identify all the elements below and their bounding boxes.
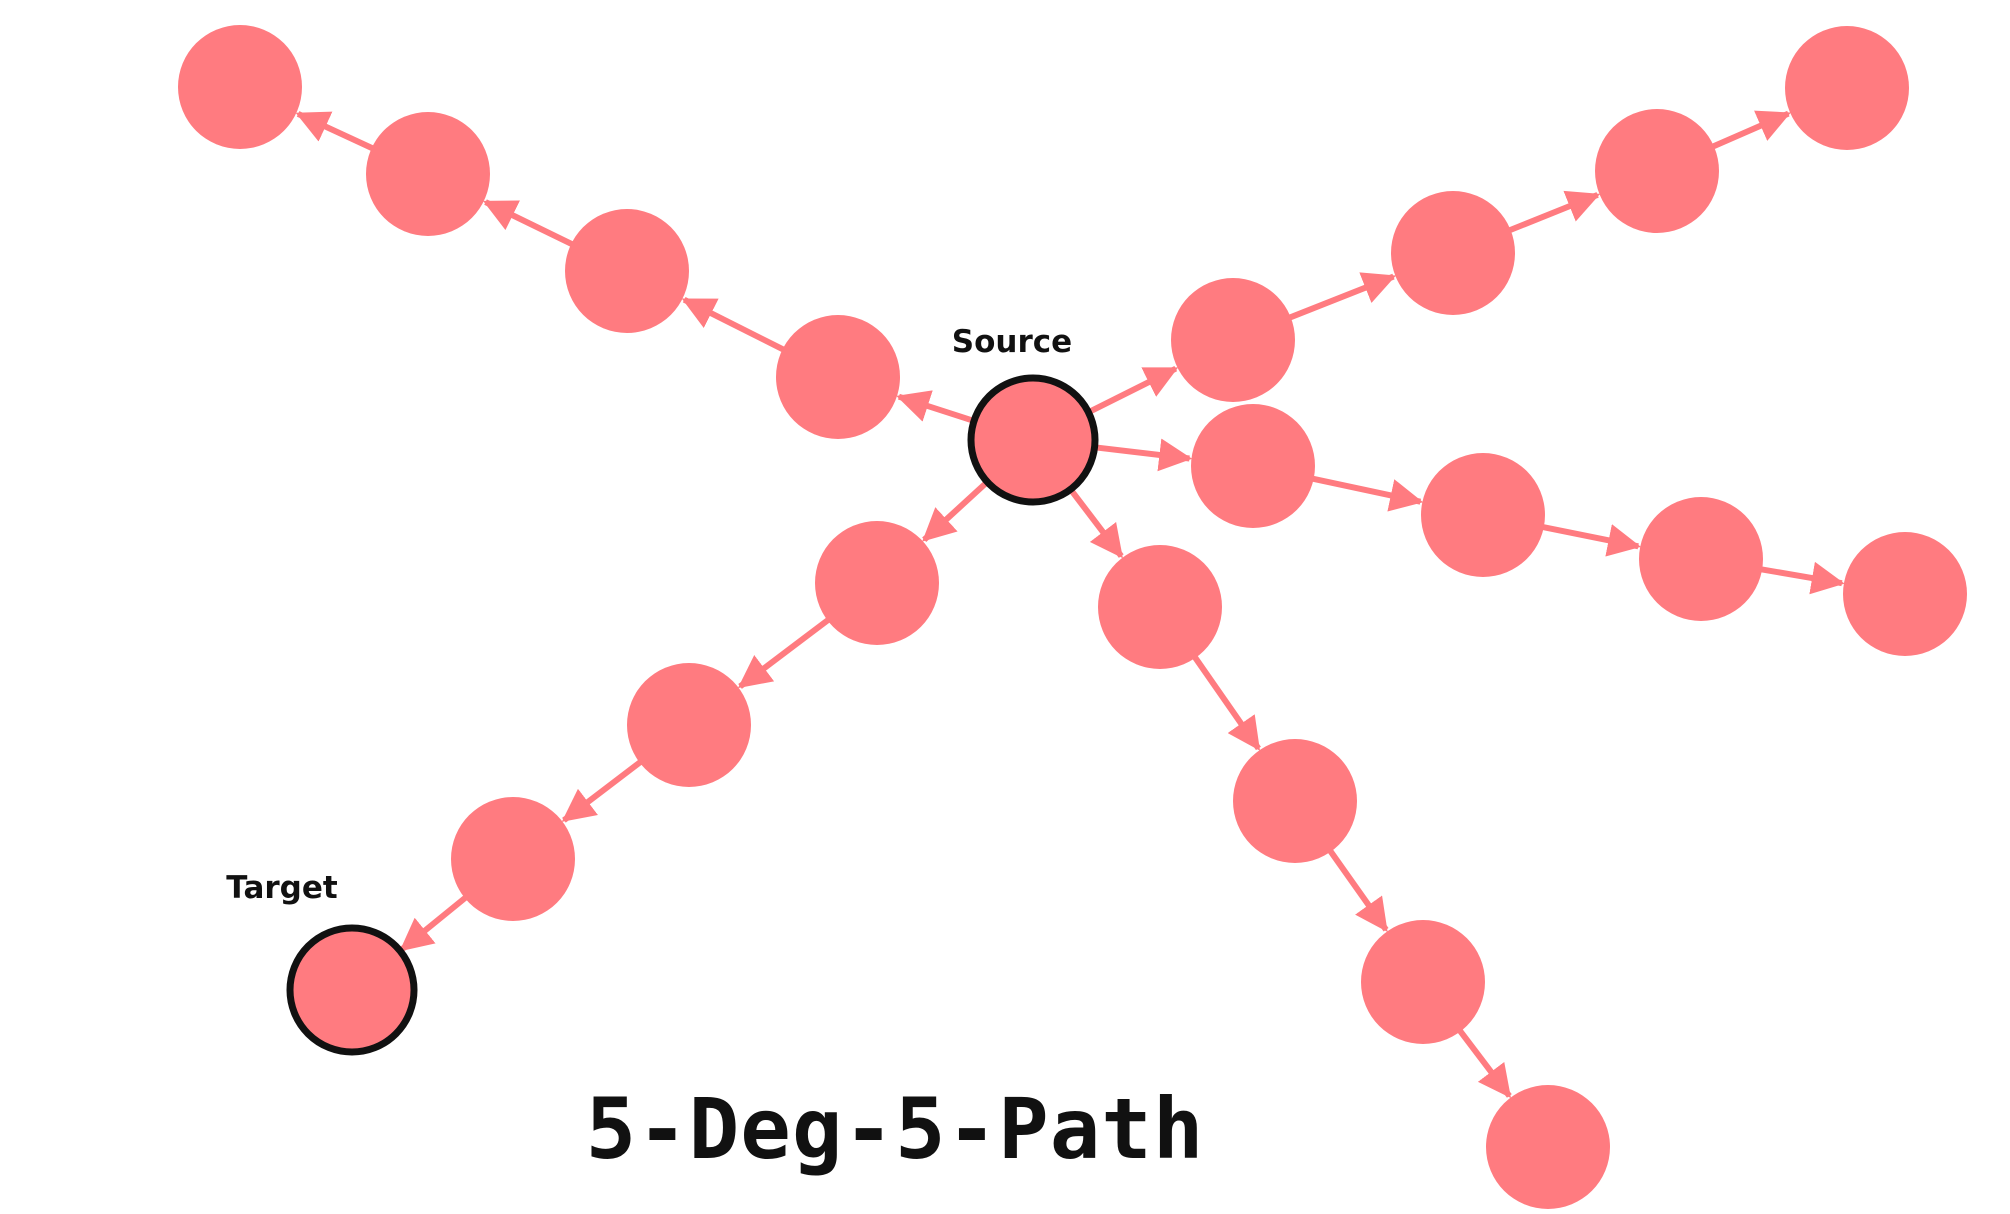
- target-label: Target: [226, 870, 338, 906]
- directed-edge: [483, 199, 577, 249]
- source-label: Source: [952, 324, 1072, 360]
- directed-edge: [1757, 561, 1845, 595]
- graph-node: [366, 112, 490, 236]
- graph-node: [1391, 191, 1515, 315]
- directed-edge: [1455, 1026, 1512, 1099]
- graph-node: [1639, 497, 1763, 621]
- graph-node: [1843, 532, 1967, 656]
- target-node: [286, 924, 418, 1056]
- directed-edge: [922, 476, 993, 542]
- directed-edge: [1326, 846, 1389, 932]
- graph-node: [815, 521, 939, 645]
- directed-edge: [681, 297, 788, 354]
- directed-edge: [737, 615, 833, 689]
- graph-node: [1595, 109, 1719, 233]
- graph-node: [1171, 278, 1295, 402]
- source-node: [967, 374, 1099, 506]
- directed-edge: [1190, 652, 1261, 751]
- directed-edge: [561, 757, 645, 823]
- directed-edge: [1090, 438, 1193, 472]
- graph-node: [565, 209, 689, 333]
- graph-node: [1361, 920, 1485, 1044]
- graph-node: [776, 315, 900, 439]
- edges: [295, 110, 1845, 1099]
- directed-edge: [896, 390, 979, 426]
- directed-edge: [399, 893, 470, 952]
- graph-node: [1421, 453, 1545, 577]
- graph-node: [627, 663, 751, 787]
- directed-edge: [1309, 475, 1424, 512]
- directed-edge: [295, 111, 377, 153]
- graph-node: [1191, 404, 1315, 528]
- graph-node: [1486, 1085, 1610, 1209]
- directed-edge: [1539, 523, 1641, 557]
- nodes: [178, 25, 1967, 1209]
- graph-node: [1098, 545, 1222, 669]
- diagram-title: 5-Deg-5-Path: [585, 1080, 1205, 1178]
- directed-edge: [1708, 110, 1791, 151]
- graph-node: [1233, 739, 1357, 863]
- graph-node: [178, 25, 302, 149]
- directed-edge: [1065, 484, 1124, 559]
- directed-edge: [1505, 190, 1601, 235]
- graph-node: [451, 797, 575, 921]
- directed-edge: [1285, 272, 1397, 322]
- directed-edge: [1083, 365, 1179, 417]
- graph-node: [1785, 26, 1909, 150]
